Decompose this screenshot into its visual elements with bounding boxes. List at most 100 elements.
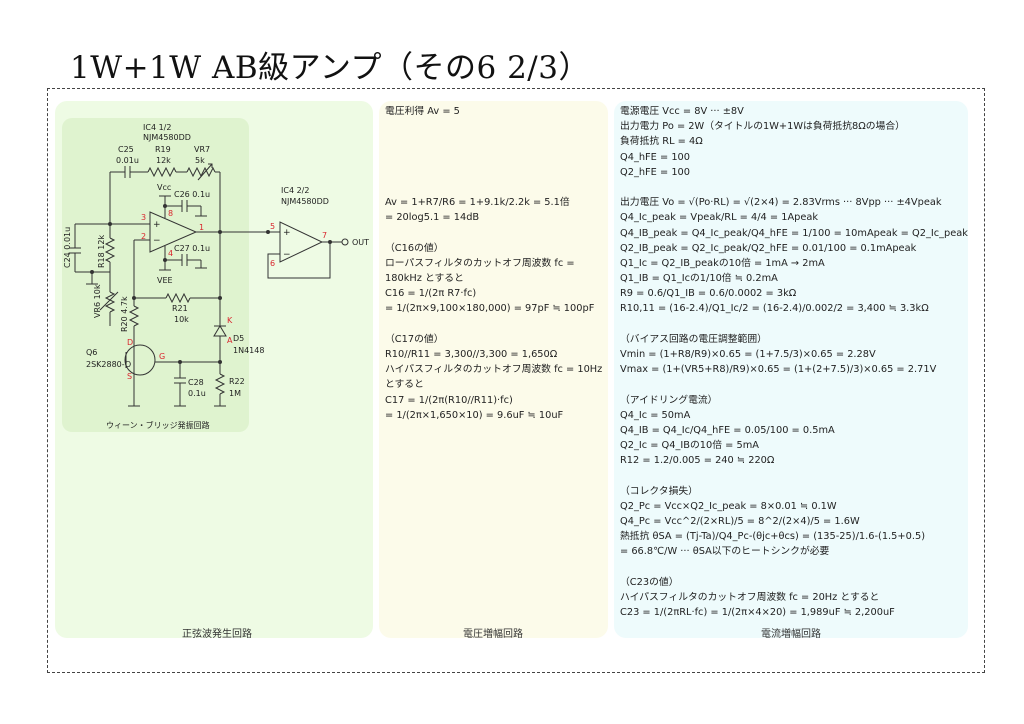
current-note-line: R10,11 = (16-2.4)/Q1_Ic/2 = (16-2.4)/0.0…: [620, 303, 929, 315]
voltage-note-line: 180kHz とすると: [385, 273, 464, 285]
current-note-line: R9 = 0.6/Q1_IB = 0.6/0.0002 = 3kΩ: [620, 288, 797, 300]
current-note-line: 負荷抵抗 RL = 4Ω: [620, 136, 703, 148]
pin-4: 4: [168, 249, 173, 258]
opamp1-minus: −: [153, 236, 161, 246]
opamp2-plus: +: [283, 228, 291, 238]
c25-name: C25: [118, 145, 134, 154]
current-note-line: Q2_Pc = Vcc×Q2_Ic_peak = 8×0.01 ≒ 0.1W: [620, 500, 837, 512]
c28-name: C28: [188, 378, 204, 387]
c28-value: 0.1u: [188, 389, 206, 398]
voltage-note-line: 電圧利得 Av = 5: [385, 106, 460, 117]
current-note-line: = 66.8℃/W ··· θSA以下のヒートシンクが必要: [620, 546, 830, 558]
voltage-note-line: ローパスフィルタのカットオフ周波数 fc =: [385, 257, 575, 269]
current-note-line: Q4_Pc = Vcc^2/(2×RL)/5 = 8^2/(2×4)/5 = 1…: [620, 516, 860, 528]
current-note-line: Q4_Ic = 50mA: [620, 409, 691, 421]
current-note-line: Q2_Ic = Q4_IBの10倍 = 5mA: [620, 440, 759, 452]
voltage-note-line: R10//R11 = 3,300//3,300 = 1,650Ω: [385, 349, 558, 360]
r21-name: R21: [172, 304, 188, 313]
current-notes: 電源電圧 Vcc = 8V ··· ±8V 出力電力 Po = 2W（タイトルの1…: [620, 104, 968, 620]
ic4b-label: IC4 2/2: [281, 186, 309, 195]
vr7-value: 5k: [195, 156, 205, 165]
voltage-note-line: [385, 134, 602, 149]
pin-k: K: [227, 316, 233, 325]
voltage-note-line: [385, 180, 602, 195]
current-note-line: [620, 180, 968, 195]
voltage-note-line: [385, 317, 602, 332]
ic4b-part: NJM4580DD: [281, 197, 329, 206]
current-note-line: [620, 317, 968, 332]
c24-label: C24 0.01u: [63, 227, 72, 268]
voltage-notes: 電圧利得 Av = 5 Av = 1+R7/R6 = 1+9.1k/2.2k = …: [385, 104, 602, 423]
voltage-note-line: （C17の値）: [385, 333, 444, 345]
pin-d: D: [127, 338, 133, 347]
voltage-note-line: Av = 1+R7/R6 = 1+9.1k/2.2k = 5.1倍: [385, 197, 570, 209]
current-note-line: 電源電圧 Vcc = 8V ··· ±8V: [620, 106, 744, 117]
current-note-line: R12 = 1.2/0.005 = 240 ≒ 220Ω: [620, 455, 775, 467]
r20-label: R20 4.7k: [120, 296, 129, 332]
pin-2: 2: [141, 232, 146, 241]
r22-value: 1M: [229, 389, 241, 398]
pin-7: 7: [322, 231, 327, 240]
wien-bridge-area: [62, 118, 249, 432]
voltage-panel-title: 電圧増幅回路: [463, 629, 523, 640]
page-frame: [47, 88, 985, 673]
voltage-note-line: とすると: [385, 379, 424, 391]
vcc-label: Vcc: [157, 183, 171, 192]
current-note-line: Q4_hFE = 100: [620, 151, 691, 163]
current-note-line: Q2_IB_peak = Q2_Ic_peak/Q2_hFE = 0.01/10…: [620, 242, 917, 254]
pin-8: 8: [168, 209, 173, 218]
pin-3: 3: [141, 213, 146, 222]
r19-name: R19: [155, 145, 171, 154]
current-note-line: Q1_Ic = Q2_IB_peakの10倍 = 1mA → 2mA: [620, 257, 825, 269]
r19-value: 12k: [156, 156, 171, 165]
current-amp-panel: [614, 101, 968, 638]
current-note-line: Q4_IB = Q4_Ic/Q4_hFE = 0.05/100 = 0.5mA: [620, 424, 835, 436]
voltage-note-line: ハイパスフィルタのカットオフ周波数 fc = 10Hz: [385, 364, 603, 376]
ic4a-part: NJM4580DD: [143, 133, 191, 142]
current-note-line: （バイアス回路の電圧調整範囲）: [620, 333, 767, 345]
c25-value: 0.01u: [116, 156, 139, 165]
current-note-line: Q1_IB = Q1_Icの1/10倍 ≒ 0.2mA: [620, 273, 778, 285]
current-note-line: [620, 560, 968, 575]
voltage-note-line: = 20log5.1 = 14dB: [385, 212, 480, 224]
current-note-line: Vmin = (1+R8/R9)×0.65 = (1+7.5/3)×0.65 =…: [620, 349, 876, 360]
pin-1: 1: [199, 223, 204, 232]
vr7-name: VR7: [194, 145, 210, 154]
out-label: OUT: [352, 238, 369, 247]
ic4a-label: IC4 1/2: [143, 123, 171, 132]
voltage-note-line: [385, 165, 602, 180]
vee-label: VEE: [157, 276, 173, 285]
current-note-line: （C23の値）: [620, 576, 679, 588]
pin-5: 5: [270, 222, 275, 231]
opamp2-minus: −: [283, 250, 291, 260]
voltage-note-line: （C16の値）: [385, 242, 444, 254]
oscillator-caption: ウィーン・ブリッジ発振回路: [106, 420, 210, 430]
page-title: 1W+1W AB級アンプ（その6 2/3）: [70, 50, 590, 86]
pin-6: 6: [270, 259, 275, 268]
voltage-note-line: [385, 226, 602, 241]
current-note-line: [620, 469, 968, 484]
pin-a: A: [227, 336, 233, 345]
current-note-line: 熱抵抗 θSA = (Tj-Ta)/Q4_Pc-(θjc+θcs) = (135…: [620, 531, 926, 543]
voltage-note-line: [385, 119, 602, 134]
current-note-line: Q4_IB_peak = Q4_Ic_peak/Q4_hFE = 1/100 =…: [620, 227, 968, 239]
current-note-line: Q2_hFE = 100: [620, 166, 691, 178]
r18-label: R18 12k: [97, 235, 106, 268]
pin-s: S: [127, 372, 132, 381]
current-note-line: （アイドリング電流）: [620, 394, 718, 406]
d5-name: D5: [233, 334, 244, 343]
voltage-note-line: C16 = 1/(2π R7·fc): [385, 288, 477, 300]
current-panel-title: 電流増幅回路: [761, 629, 821, 640]
r21-value: 10k: [174, 315, 189, 324]
current-note-line: ハイパスフィルタのカットオフ周波数 fc = 20Hz とすると: [620, 592, 880, 603]
voltage-note-line: = 1/(2π×9,100×180,000) = 97pF ≒ 100pF: [385, 303, 595, 315]
current-note-line: Q4_Ic_peak = Vpeak/RL = 4/4 = 1Apeak: [620, 212, 819, 224]
current-note-line: Vmax = (1+(VR5+R8)/R9)×0.65 = (1+(2+7.5)…: [620, 364, 937, 376]
current-note-line: 出力電力 Po = 2W（タイトルの1W+1Wは負荷抵抗8Ωの場合）: [620, 121, 905, 133]
voltage-note-line: C17 = 1/(2π(R10//R11)·fc): [385, 394, 513, 406]
c27-label: C27 0.1u: [174, 244, 210, 253]
d5-part: 1N4148: [233, 346, 264, 355]
sine-panel-title: 正弦波発生回路: [182, 629, 252, 640]
voltage-note-line: [385, 150, 602, 165]
